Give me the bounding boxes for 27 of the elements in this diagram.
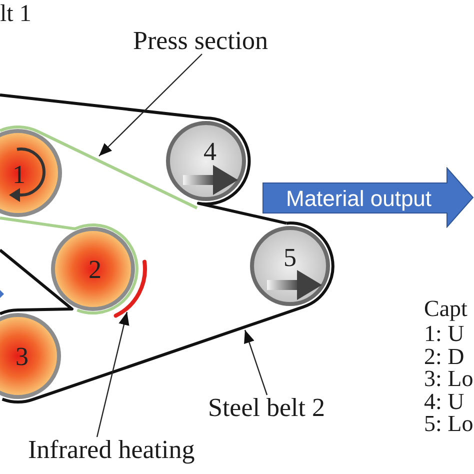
roller <box>166 121 246 201</box>
heater-arc <box>114 260 147 318</box>
arrow-label: Material output <box>286 188 432 210</box>
roller <box>0 129 62 217</box>
leader-line <box>244 330 268 396</box>
caption-item: 5: Lo <box>424 412 474 435</box>
caption-item: 3: Lo <box>424 367 474 390</box>
caption-item: 1: U <box>424 322 464 345</box>
roller-number: 3 <box>16 344 28 370</box>
roller-number: 2 <box>88 257 102 283</box>
roller-number: 1 <box>12 162 26 188</box>
leader-line <box>98 54 202 156</box>
leader-line <box>96 312 130 438</box>
callout-label: Infrared heating <box>28 437 195 463</box>
caption-item: 2: D <box>424 345 464 368</box>
roller-number: 4 <box>204 139 216 165</box>
roller-number: 5 <box>284 245 296 271</box>
press-belt <box>0 126 198 314</box>
roller <box>250 226 330 306</box>
caption-heading: Capt <box>424 297 468 320</box>
roller <box>0 313 61 399</box>
part-label: lt 1 <box>0 2 32 26</box>
callout-label: Steel belt 2 <box>208 395 325 421</box>
block-arrow <box>262 167 474 228</box>
caption-item: 4: U <box>424 390 464 413</box>
callout-label: Press section <box>133 28 268 54</box>
roller <box>51 227 135 311</box>
